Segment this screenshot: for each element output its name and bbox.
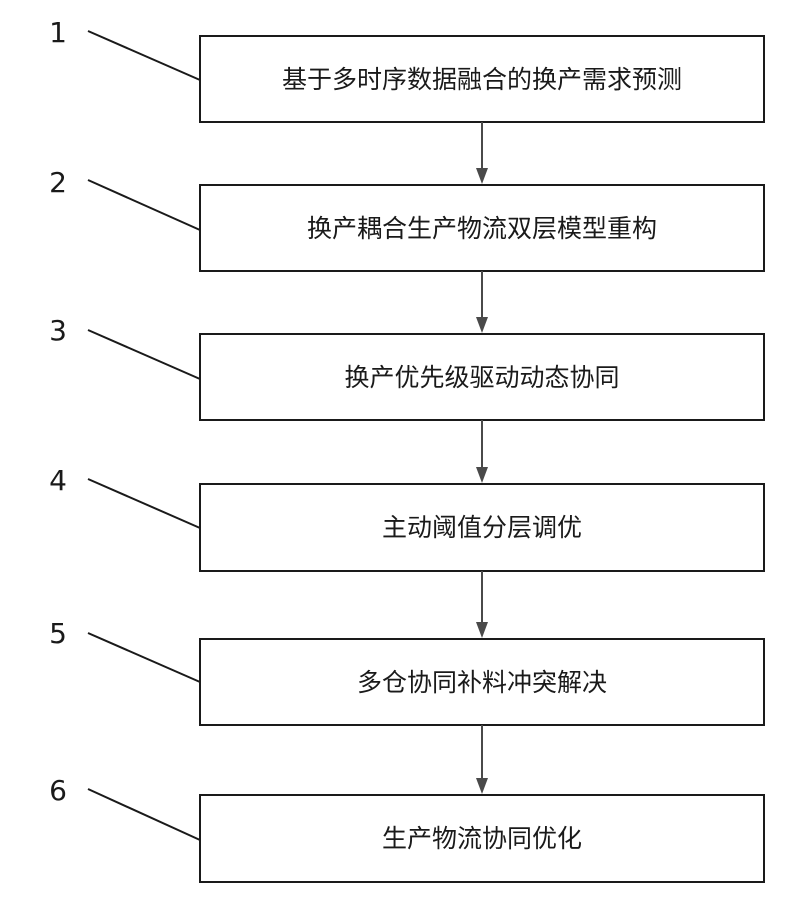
step-2-label: 换产耦合生产物流双层模型重构 — [307, 214, 657, 243]
step-6: 6 生产物流协同优化 — [49, 774, 764, 882]
step-3: 3 换产优先级驱动动态协同 — [49, 314, 764, 420]
step-1-leader-line — [88, 31, 200, 80]
arrow-3-4 — [476, 420, 488, 483]
step-4: 4 主动阈值分层调优 — [49, 464, 764, 571]
step-2: 2 换产耦合生产物流双层模型重构 — [49, 166, 764, 271]
step-6-label: 生产物流协同优化 — [382, 824, 582, 853]
arrow-1-2 — [476, 122, 488, 184]
step-3-label: 换产优先级驱动动态协同 — [344, 363, 619, 392]
step-5-label: 多仓协同补料冲突解决 — [357, 668, 607, 697]
step-1-label: 基于多时序数据融合的换产需求预测 — [282, 65, 682, 94]
step-1-number: 1 — [49, 16, 67, 49]
step-5-number: 5 — [49, 617, 67, 650]
step-1: 1 基于多时序数据融合的换产需求预测 — [49, 16, 764, 122]
step-3-number: 3 — [49, 314, 67, 347]
step-4-number: 4 — [49, 464, 67, 497]
step-5: 5 多仓协同补料冲突解决 — [49, 617, 764, 725]
step-2-leader-line — [88, 180, 200, 230]
arrow-5-6 — [476, 725, 488, 794]
step-2-number: 2 — [49, 166, 67, 199]
step-5-leader-line — [88, 633, 200, 682]
step-4-label: 主动阈值分层调优 — [382, 513, 582, 542]
step-6-leader-line — [88, 789, 200, 840]
step-6-number: 6 — [49, 774, 67, 807]
arrow-4-5 — [476, 571, 488, 638]
step-4-leader-line — [88, 479, 200, 528]
arrow-2-3 — [476, 271, 488, 333]
step-3-leader-line — [88, 330, 200, 379]
